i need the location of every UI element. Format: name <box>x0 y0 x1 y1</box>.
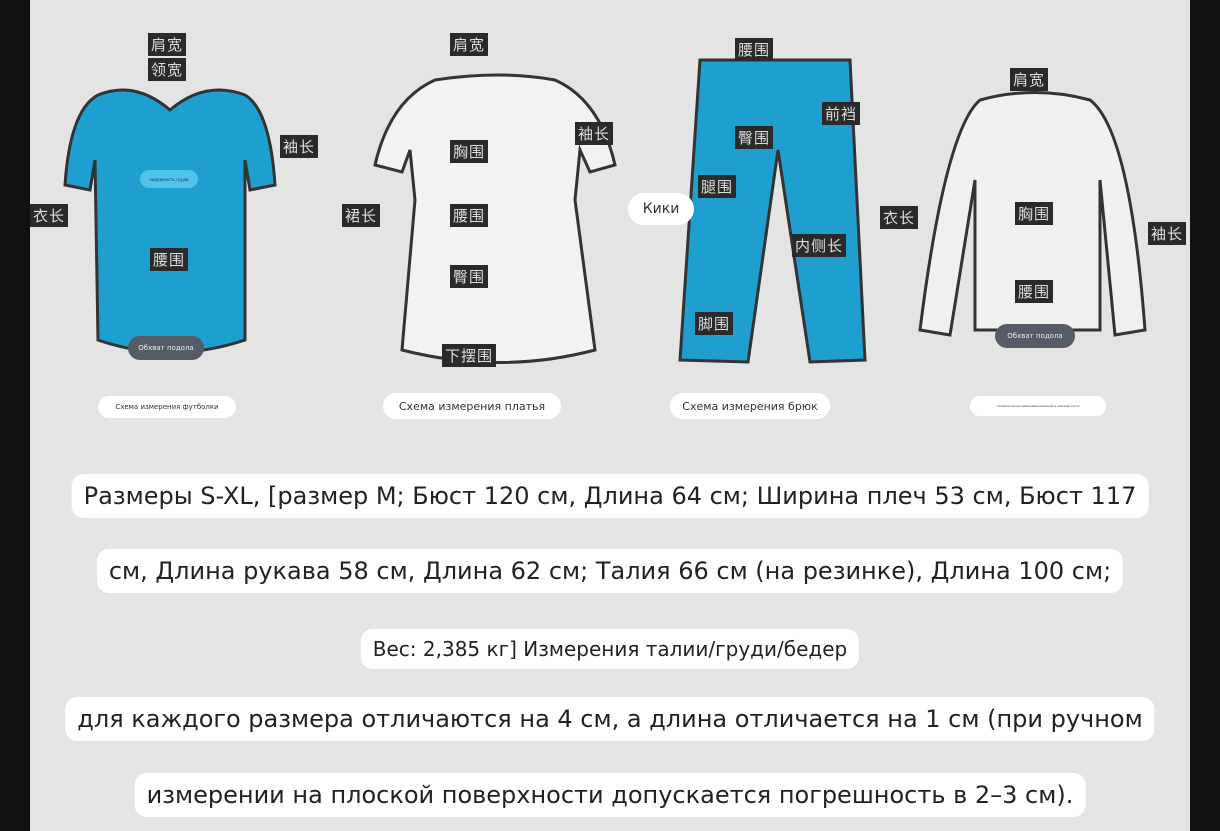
shirt-label-shoulder: 肩宽 <box>1010 68 1049 91</box>
tshirt-label-shoulder: 肩宽 <box>148 33 187 56</box>
shirt-caption: Схематическая диаграмма верхней и нижней… <box>970 396 1106 416</box>
tshirt-shape <box>63 88 277 354</box>
pants-label-rise: 前裆 <box>822 102 861 125</box>
pants-label-thigh: 腿围 <box>698 175 737 198</box>
shirt-hem-overlay: Обхват подола <box>995 324 1075 348</box>
shirt-label-sleeve: 袖长 <box>1148 222 1187 245</box>
dress-shape <box>373 73 617 364</box>
text-line-4: для каждого размера отличаются на 4 см, … <box>65 697 1155 741</box>
text-line-2: см, Длина рукава 58 см, Длина 62 см; Тал… <box>96 549 1124 593</box>
tshirt-chest-overlay: окружность груди <box>140 170 198 188</box>
text-line-1: Размеры S-XL, [размер M; Бюст 120 см, Дл… <box>71 474 1149 518</box>
dress-label-length: 裙长 <box>342 204 381 227</box>
tshirt-label-waist: 腰围 <box>150 248 189 271</box>
shirt-label-chest: 胸围 <box>1015 202 1054 225</box>
shirt-label-length: 衣长 <box>880 206 919 229</box>
dress-label-hem: 下摆围 <box>442 344 497 367</box>
pants-label-waist: 腰围 <box>735 38 774 61</box>
tshirt-label-neck: 领宽 <box>148 58 187 81</box>
size-chart-image: 肩宽 领宽 袖长 衣长 腰围 окружность груди Обхват п… <box>30 0 1190 831</box>
garment-drawings <box>63 58 1147 364</box>
shirt-label-waist: 腰围 <box>1015 280 1054 303</box>
tshirt-hem-overlay: Обхват подола <box>128 336 204 360</box>
tshirt-label-sleeve: 袖长 <box>280 135 319 158</box>
pants-overlay: Кики <box>628 193 694 225</box>
pants-label-ankle: 脚围 <box>695 312 734 335</box>
pants-caption: Схема измерения брюк <box>670 393 830 419</box>
tshirt-label-length: 衣长 <box>30 204 69 227</box>
dress-caption: Схема измерения платья <box>383 393 561 419</box>
pants-label-inseam: 内侧长 <box>792 234 847 257</box>
dress-label-chest: 胸围 <box>450 140 489 163</box>
dress-label-sleeve: 袖长 <box>575 122 614 145</box>
text-line-3: Вес: 2,385 кг] Измерения талии/груди/бед… <box>360 629 860 669</box>
dress-label-waist: 腰围 <box>450 204 489 227</box>
text-line-5: измерении на плоской поверхности допуска… <box>134 773 1086 817</box>
dress-label-hip: 臀围 <box>450 265 489 288</box>
tshirt-caption: Схема измерения футболки <box>98 396 236 418</box>
pants-label-hip: 臀围 <box>735 126 774 149</box>
dress-label-shoulder: 肩宽 <box>450 33 489 56</box>
